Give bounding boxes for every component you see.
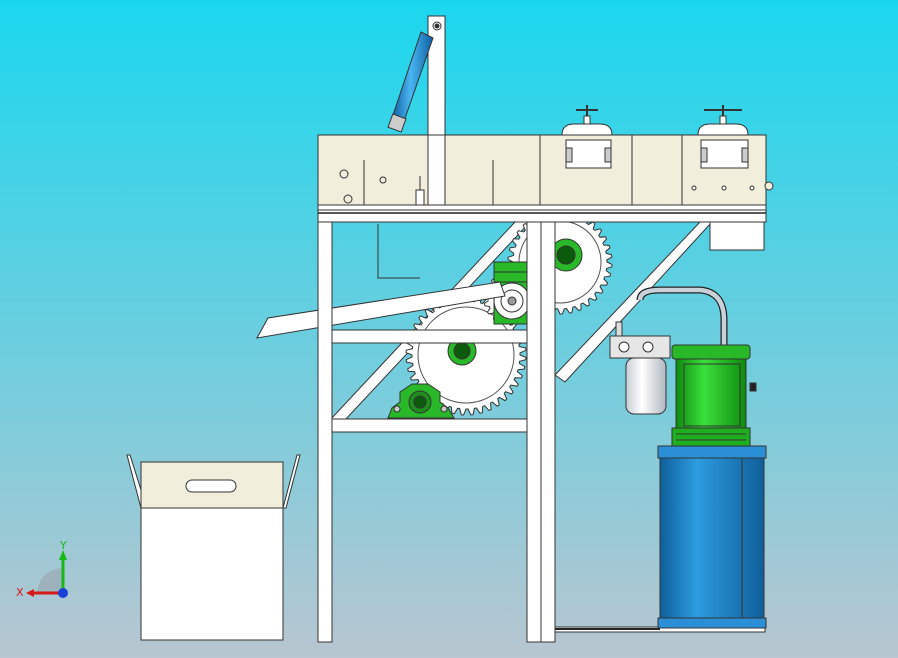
axis-triad-icon: Y X xyxy=(16,539,68,599)
gear-rim xyxy=(417,306,515,404)
mount-bracket xyxy=(709,221,765,251)
top-housing-right-a xyxy=(631,134,683,208)
flange-bearing-upper xyxy=(549,238,583,272)
top-beam xyxy=(317,209,767,223)
frame-post-center-b xyxy=(540,209,556,643)
valve-block xyxy=(609,321,671,359)
hydraulic-cylinder xyxy=(387,31,434,133)
oil-filter xyxy=(625,357,667,415)
axis-x-label: X xyxy=(16,586,24,599)
screw-clamp-left xyxy=(561,105,613,169)
machine-assembly[interactable] xyxy=(126,15,774,643)
frame-post-center-a xyxy=(526,209,542,643)
frame-rail-middle xyxy=(331,329,528,344)
collection-box xyxy=(126,454,301,641)
frame-rail-lower xyxy=(331,418,528,433)
hydraulic-oil-tank xyxy=(657,445,767,629)
pillow-block-bearing-lower xyxy=(387,383,455,419)
gear-motor xyxy=(493,261,531,325)
axis-y-label: Y xyxy=(59,539,67,552)
frame-post-left xyxy=(317,209,333,643)
hydraulic-motor xyxy=(671,344,757,447)
screw-clamp-right xyxy=(691,105,755,191)
